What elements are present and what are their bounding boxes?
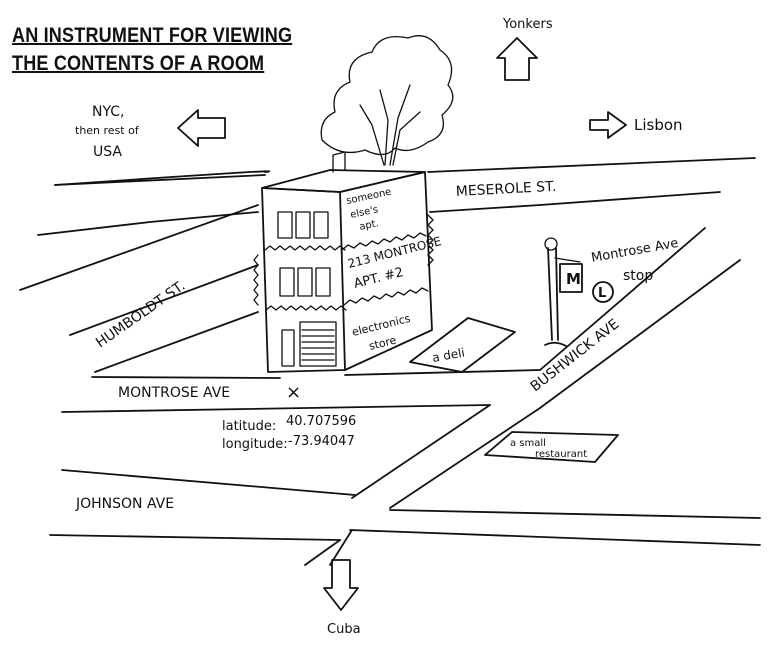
label-lisbon: Lisbon bbox=[634, 116, 683, 134]
restaurant-block bbox=[484, 431, 619, 463]
street-label-johnson: JOHNSON AVE bbox=[75, 496, 174, 512]
deli-block bbox=[409, 317, 516, 373]
latitude-value: 40.707596 bbox=[286, 414, 356, 429]
label-restaurant-line-1: a small bbox=[510, 438, 546, 449]
longitude-value: -73.94047 bbox=[288, 434, 355, 449]
subway-label-line-2: stop bbox=[623, 268, 653, 284]
street-lines bbox=[19, 157, 761, 566]
building-top-line-3: apt. bbox=[358, 218, 379, 233]
building-ground-line-2: store bbox=[368, 334, 398, 353]
page-title-line-2: THE CONTENTS OF A ROOM bbox=[12, 52, 265, 75]
building-213-montrose bbox=[253, 151, 434, 373]
street-label-bushwick: BUSHWICK AVE bbox=[528, 316, 623, 395]
label-deli: a deli bbox=[431, 345, 466, 364]
street-label-humboldt: HUMBOLDT ST. bbox=[93, 278, 188, 351]
label-cuba: Cuba bbox=[327, 622, 361, 637]
building-address-line-2: APT. #2 bbox=[352, 265, 405, 292]
arrow-right-icon bbox=[589, 111, 627, 139]
arrow-up-icon bbox=[496, 37, 538, 81]
building-ground-line-1: electronics bbox=[351, 312, 412, 339]
street-label-montrose: MONTROSE AVE bbox=[118, 385, 230, 401]
subway-line-letter: L bbox=[598, 286, 606, 301]
street-label-meserole: MESEROLE ST. bbox=[455, 179, 556, 200]
label-usa: USA bbox=[93, 144, 122, 160]
page-title-line-1: AN INSTRUMENT FOR VIEWING bbox=[12, 24, 293, 47]
subway-sign-letter: M bbox=[566, 270, 581, 288]
label-nyc: NYC, bbox=[92, 104, 124, 120]
longitude-label: longitude: bbox=[222, 437, 288, 452]
label-rest-of: then rest of bbox=[75, 124, 140, 137]
location-marker: × bbox=[286, 382, 301, 403]
label-restaurant-line-2: restaurant bbox=[535, 449, 587, 460]
tree-icon bbox=[320, 35, 454, 166]
arrow-down-icon bbox=[323, 559, 359, 611]
label-yonkers: Yonkers bbox=[502, 17, 553, 32]
arrow-left-icon bbox=[177, 109, 226, 147]
subway-sign bbox=[544, 237, 614, 347]
latitude-label: latitude: bbox=[222, 419, 276, 434]
